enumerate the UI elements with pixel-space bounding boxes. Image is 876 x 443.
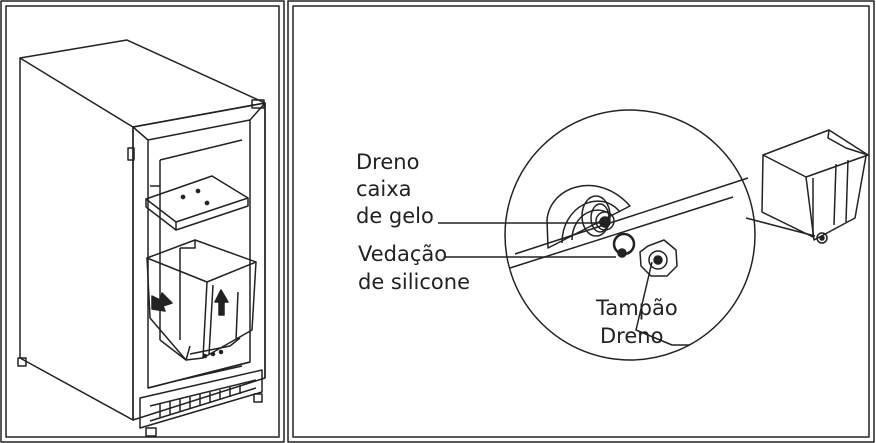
magnified-drain-view xyxy=(504,109,816,361)
ice-bin-detail xyxy=(761,129,869,244)
label-tampao-line1: Tampão xyxy=(596,296,678,320)
label-dreno-caixa-line1: Dreno xyxy=(356,150,420,174)
right-panel-frame xyxy=(287,0,875,443)
label-vedacao-line1: Vedação xyxy=(358,242,448,266)
label-dreno-caixa-line3: de gelo xyxy=(356,204,434,228)
label-tampao-line2: Dreno xyxy=(600,324,664,348)
ice-maker-illustration xyxy=(17,39,266,437)
leader-lines xyxy=(438,222,690,346)
left-panel-frame xyxy=(0,0,285,443)
label-dreno-caixa-line2: caixa xyxy=(356,177,412,201)
label-vedacao-line2: de silicone xyxy=(358,270,470,294)
